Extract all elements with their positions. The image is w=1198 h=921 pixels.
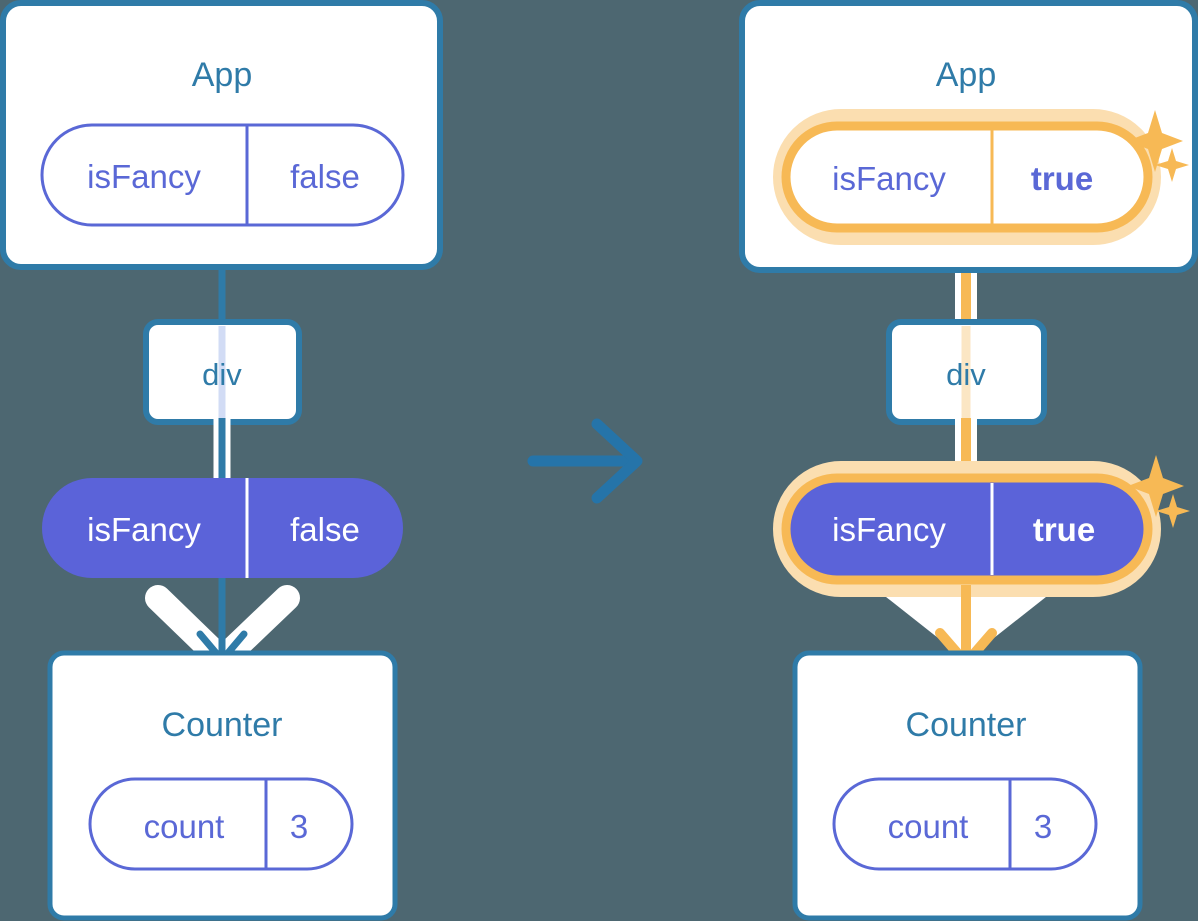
after-div-label: div (946, 357, 986, 392)
before-counter-pill-value: 3 (290, 808, 308, 845)
before-arrow-to-counter (145, 578, 300, 673)
before-div-label: div (202, 357, 242, 392)
before-app-card: App isFancy false (0, 0, 443, 270)
after-counter-state-pill: count 3 (832, 777, 1098, 871)
before-counter-pill-key: count (144, 808, 225, 845)
before-counter-state-pill: count 3 (88, 777, 354, 871)
after-counter-pill-value: 3 (1034, 808, 1052, 845)
after-app-pill-value: true (1031, 160, 1093, 197)
before-props-pill-key: isFancy (87, 511, 201, 548)
after-counter-pill-key: count (888, 808, 969, 845)
after-props-sparkle-large-icon (1128, 455, 1184, 517)
before-props-pill: isFancy false (42, 478, 403, 578)
before-app-pill-value: false (290, 158, 360, 195)
after-app-pill-key: isFancy (832, 160, 946, 197)
before-app-title: App (192, 56, 253, 94)
after-app-title: App (936, 56, 997, 94)
after-props-pill-ring (781, 473, 1153, 585)
after-props-sparkle-small-icon (1156, 494, 1190, 528)
after-counter-title: Counter (906, 706, 1027, 744)
after-div-node: div (886, 319, 1047, 425)
after-app-pill-ring (781, 121, 1153, 233)
before-counter-title: Counter (162, 706, 283, 744)
before-app-pill-key: isFancy (87, 158, 201, 195)
before-app-state-pill: isFancy false (40, 123, 405, 227)
after-counter-card: Counter count 3 (792, 650, 1143, 921)
transition-arrow-right-icon (527, 418, 643, 504)
after-props-pill: isFancy true (773, 461, 1161, 597)
after-app-sparkle-small-icon (1155, 148, 1189, 182)
after-app-card: App isFancy true (739, 0, 1198, 273)
before-props-pill-value: false (290, 511, 360, 548)
after-app-state-pill: isFancy true (773, 109, 1161, 245)
before-div-node: div (143, 319, 302, 425)
after-props-pill-key: isFancy (832, 511, 946, 548)
before-counter-card: Counter count 3 (47, 650, 398, 921)
after-props-pill-value: true (1033, 511, 1095, 548)
after-app-sparkle-large-icon (1127, 110, 1183, 172)
